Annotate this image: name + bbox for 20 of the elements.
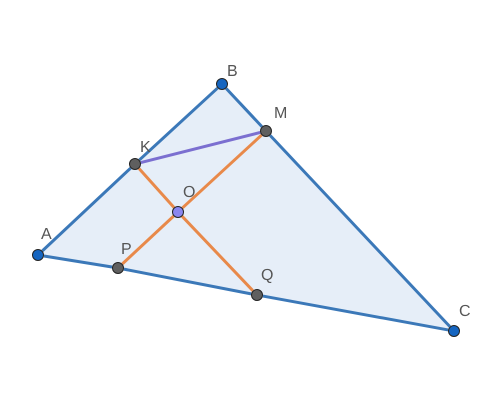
line-segment xyxy=(262,294,448,332)
point-label: O xyxy=(183,184,196,202)
point-label: Q xyxy=(261,267,274,285)
line-segment xyxy=(124,268,252,296)
point-label: M xyxy=(274,105,288,123)
point-label: B xyxy=(227,63,238,81)
line-segment xyxy=(181,134,263,210)
line-segment xyxy=(181,215,254,292)
line-segment xyxy=(269,134,451,328)
line-segment xyxy=(44,254,112,269)
line-segment xyxy=(41,167,132,252)
point-label: A xyxy=(41,226,52,244)
point-label: C xyxy=(459,303,471,321)
line-segment xyxy=(225,87,263,128)
line-segment xyxy=(138,86,219,162)
point-label: P xyxy=(121,241,132,259)
line-segment xyxy=(121,215,175,265)
line-segment xyxy=(140,131,261,164)
line-segment xyxy=(138,167,176,209)
point-label: K xyxy=(140,139,151,157)
